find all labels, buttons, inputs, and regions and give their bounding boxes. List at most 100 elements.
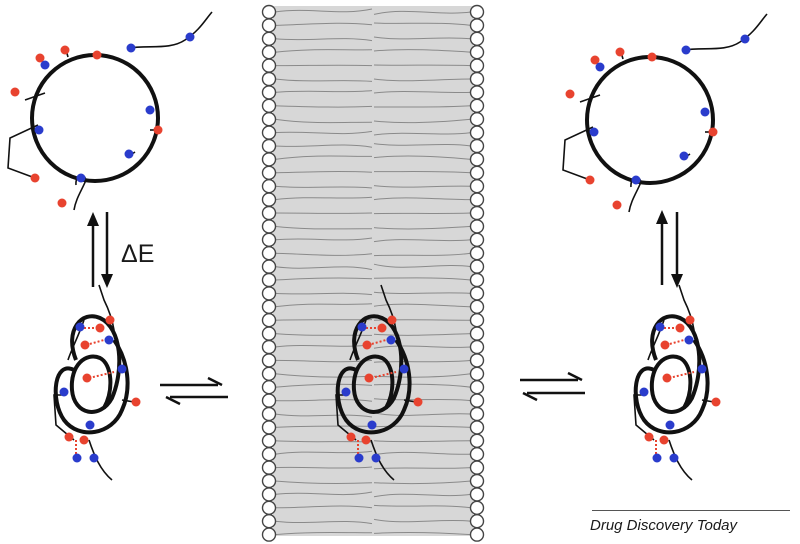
lipid-head bbox=[469, 272, 485, 288]
lipid-head bbox=[261, 178, 277, 194]
lipid-tail bbox=[274, 277, 373, 281]
lipid-tail bbox=[373, 467, 472, 470]
lipid-tail bbox=[373, 36, 472, 40]
lipid-head bbox=[261, 111, 277, 127]
lipid-head bbox=[469, 393, 485, 408]
lipid-head bbox=[469, 286, 485, 301]
lipid-head bbox=[469, 366, 485, 381]
lipid-head bbox=[469, 138, 485, 154]
lipid-tail bbox=[373, 171, 472, 174]
lipid-head bbox=[469, 299, 485, 314]
lipid-tail bbox=[373, 197, 472, 201]
lipid-head bbox=[469, 326, 485, 341]
lipid-tail bbox=[274, 49, 373, 53]
lipid-tail bbox=[274, 383, 373, 388]
lipid-tail bbox=[274, 266, 373, 271]
lipid-head bbox=[261, 98, 277, 114]
lipid-tail bbox=[274, 118, 373, 124]
lipid-head bbox=[261, 299, 277, 314]
lipid-tail bbox=[274, 144, 373, 148]
lipid-head bbox=[261, 71, 277, 87]
lipid-tail bbox=[274, 78, 373, 82]
folded-macrocycle-left bbox=[52, 283, 143, 482]
lipid-head bbox=[469, 192, 485, 207]
lipid-head bbox=[261, 138, 277, 154]
source-credit: Drug Discovery Today bbox=[590, 517, 738, 534]
lipid-tail bbox=[373, 212, 472, 215]
lipid-tail bbox=[274, 292, 373, 296]
lipid-tail bbox=[274, 319, 373, 321]
lipid-head bbox=[261, 219, 277, 234]
closed-macrocycle-left bbox=[6, 10, 214, 212]
lipid-head bbox=[469, 85, 485, 100]
lipid-head bbox=[261, 125, 277, 140]
lipid-head bbox=[469, 178, 485, 194]
lipid-tail bbox=[373, 345, 472, 349]
lipid-head bbox=[261, 259, 277, 274]
equilibrium-arrows-icon bbox=[656, 210, 683, 288]
lipid-head bbox=[469, 500, 485, 515]
lipid-tail bbox=[373, 398, 472, 402]
lipid-tail bbox=[274, 171, 373, 174]
lipid-head bbox=[261, 380, 277, 395]
lipid-head bbox=[469, 420, 485, 435]
lipid-tail bbox=[274, 225, 373, 230]
lipid-tail bbox=[274, 333, 373, 336]
lipid-tail bbox=[274, 38, 373, 42]
lipid-tail bbox=[274, 413, 373, 418]
lipid-head bbox=[469, 380, 485, 395]
lipid-tail bbox=[274, 130, 373, 135]
lipid-tail bbox=[373, 143, 472, 147]
lipid-tail bbox=[373, 412, 472, 416]
source-divider bbox=[592, 510, 790, 511]
lipid-head bbox=[261, 85, 277, 100]
lipid-tail bbox=[373, 105, 472, 108]
lipid-tail bbox=[373, 493, 472, 498]
energy-change-label: ΔE bbox=[121, 240, 155, 268]
lipid-head bbox=[261, 205, 277, 221]
lipid-head bbox=[261, 473, 277, 489]
lipid-tail bbox=[373, 118, 472, 124]
lipid-head bbox=[261, 31, 277, 46]
lipid-tail bbox=[373, 480, 472, 485]
lipid-tail bbox=[373, 425, 472, 428]
lipid-head bbox=[261, 192, 277, 207]
lipid-tail bbox=[274, 252, 373, 256]
lipid-tail bbox=[373, 359, 472, 363]
lipid-tail bbox=[274, 185, 373, 189]
lipid-head bbox=[469, 58, 485, 73]
lipid-head bbox=[469, 18, 485, 33]
lipid-head bbox=[469, 406, 485, 422]
lipid-head bbox=[261, 4, 277, 20]
lipid-head bbox=[469, 4, 485, 20]
lipid-tail bbox=[373, 78, 472, 82]
lipid-tail bbox=[373, 504, 472, 509]
lipid-head bbox=[261, 447, 277, 462]
lipid-head bbox=[261, 18, 277, 33]
lipid-head bbox=[469, 527, 485, 542]
lipid-head bbox=[469, 219, 485, 234]
lipid-head bbox=[469, 31, 485, 46]
lipid-head bbox=[469, 232, 485, 248]
lipid-tail bbox=[274, 344, 373, 348]
lipid-head bbox=[261, 339, 277, 355]
lipid-tail bbox=[274, 520, 373, 525]
lipid-tail bbox=[274, 425, 373, 428]
lipid-tail bbox=[274, 22, 373, 26]
equilibrium-arrows-icon bbox=[160, 376, 228, 406]
lipid-head bbox=[469, 125, 485, 140]
lipid-tail bbox=[274, 303, 373, 308]
lipid-tail bbox=[274, 450, 373, 455]
folded-macrocycle-right bbox=[632, 283, 723, 482]
lipid-tail bbox=[274, 399, 373, 402]
lipid-head bbox=[261, 58, 277, 73]
lipid-head bbox=[261, 406, 277, 422]
lipid-tail bbox=[373, 155, 472, 160]
lipid-tail bbox=[373, 10, 472, 15]
lipid-head bbox=[469, 353, 485, 368]
lipid-head bbox=[261, 353, 277, 368]
lipid-tail bbox=[373, 132, 472, 136]
lipid-head bbox=[261, 152, 277, 167]
lipid-head bbox=[261, 286, 277, 301]
